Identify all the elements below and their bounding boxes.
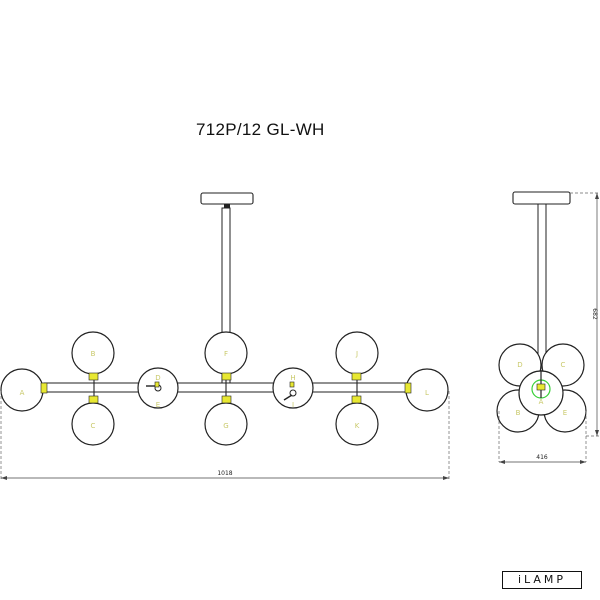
side-rod xyxy=(537,203,547,369)
label-h: H xyxy=(290,374,295,382)
label-i: I xyxy=(292,401,294,409)
globe-d xyxy=(137,367,179,409)
ceiling-canopy xyxy=(200,192,254,205)
model-title: 712P/12 GL-WH xyxy=(196,120,325,139)
label-b: B xyxy=(91,350,96,358)
label-e: E xyxy=(156,401,160,409)
label-g: G xyxy=(223,422,228,430)
label-f: F xyxy=(224,350,228,358)
side-canopy xyxy=(512,191,571,205)
globe-h xyxy=(272,367,314,409)
side-view: D C B E A 416 682 xyxy=(496,191,600,464)
width-dimension: 416 xyxy=(536,454,548,461)
canopy-neck xyxy=(224,204,230,208)
side-label-b: B xyxy=(516,409,521,417)
side-label-c: C xyxy=(561,361,566,369)
label-l: L xyxy=(425,389,429,397)
front-view: A B C D E F G H I J K L 1018 xyxy=(0,192,450,481)
label-j: J xyxy=(355,350,358,358)
side-label-e: E xyxy=(563,409,567,417)
label-d: D xyxy=(155,374,160,382)
brand-logo: iLAMP xyxy=(502,571,582,589)
main-bar xyxy=(43,382,411,393)
side-label-a: A xyxy=(539,398,544,406)
label-c: C xyxy=(91,422,96,430)
length-dimension: 1018 xyxy=(217,470,232,477)
height-dimension: 682 xyxy=(591,308,598,320)
label-k: K xyxy=(355,422,360,430)
label-a: A xyxy=(20,389,25,397)
side-label-d: D xyxy=(517,361,522,369)
